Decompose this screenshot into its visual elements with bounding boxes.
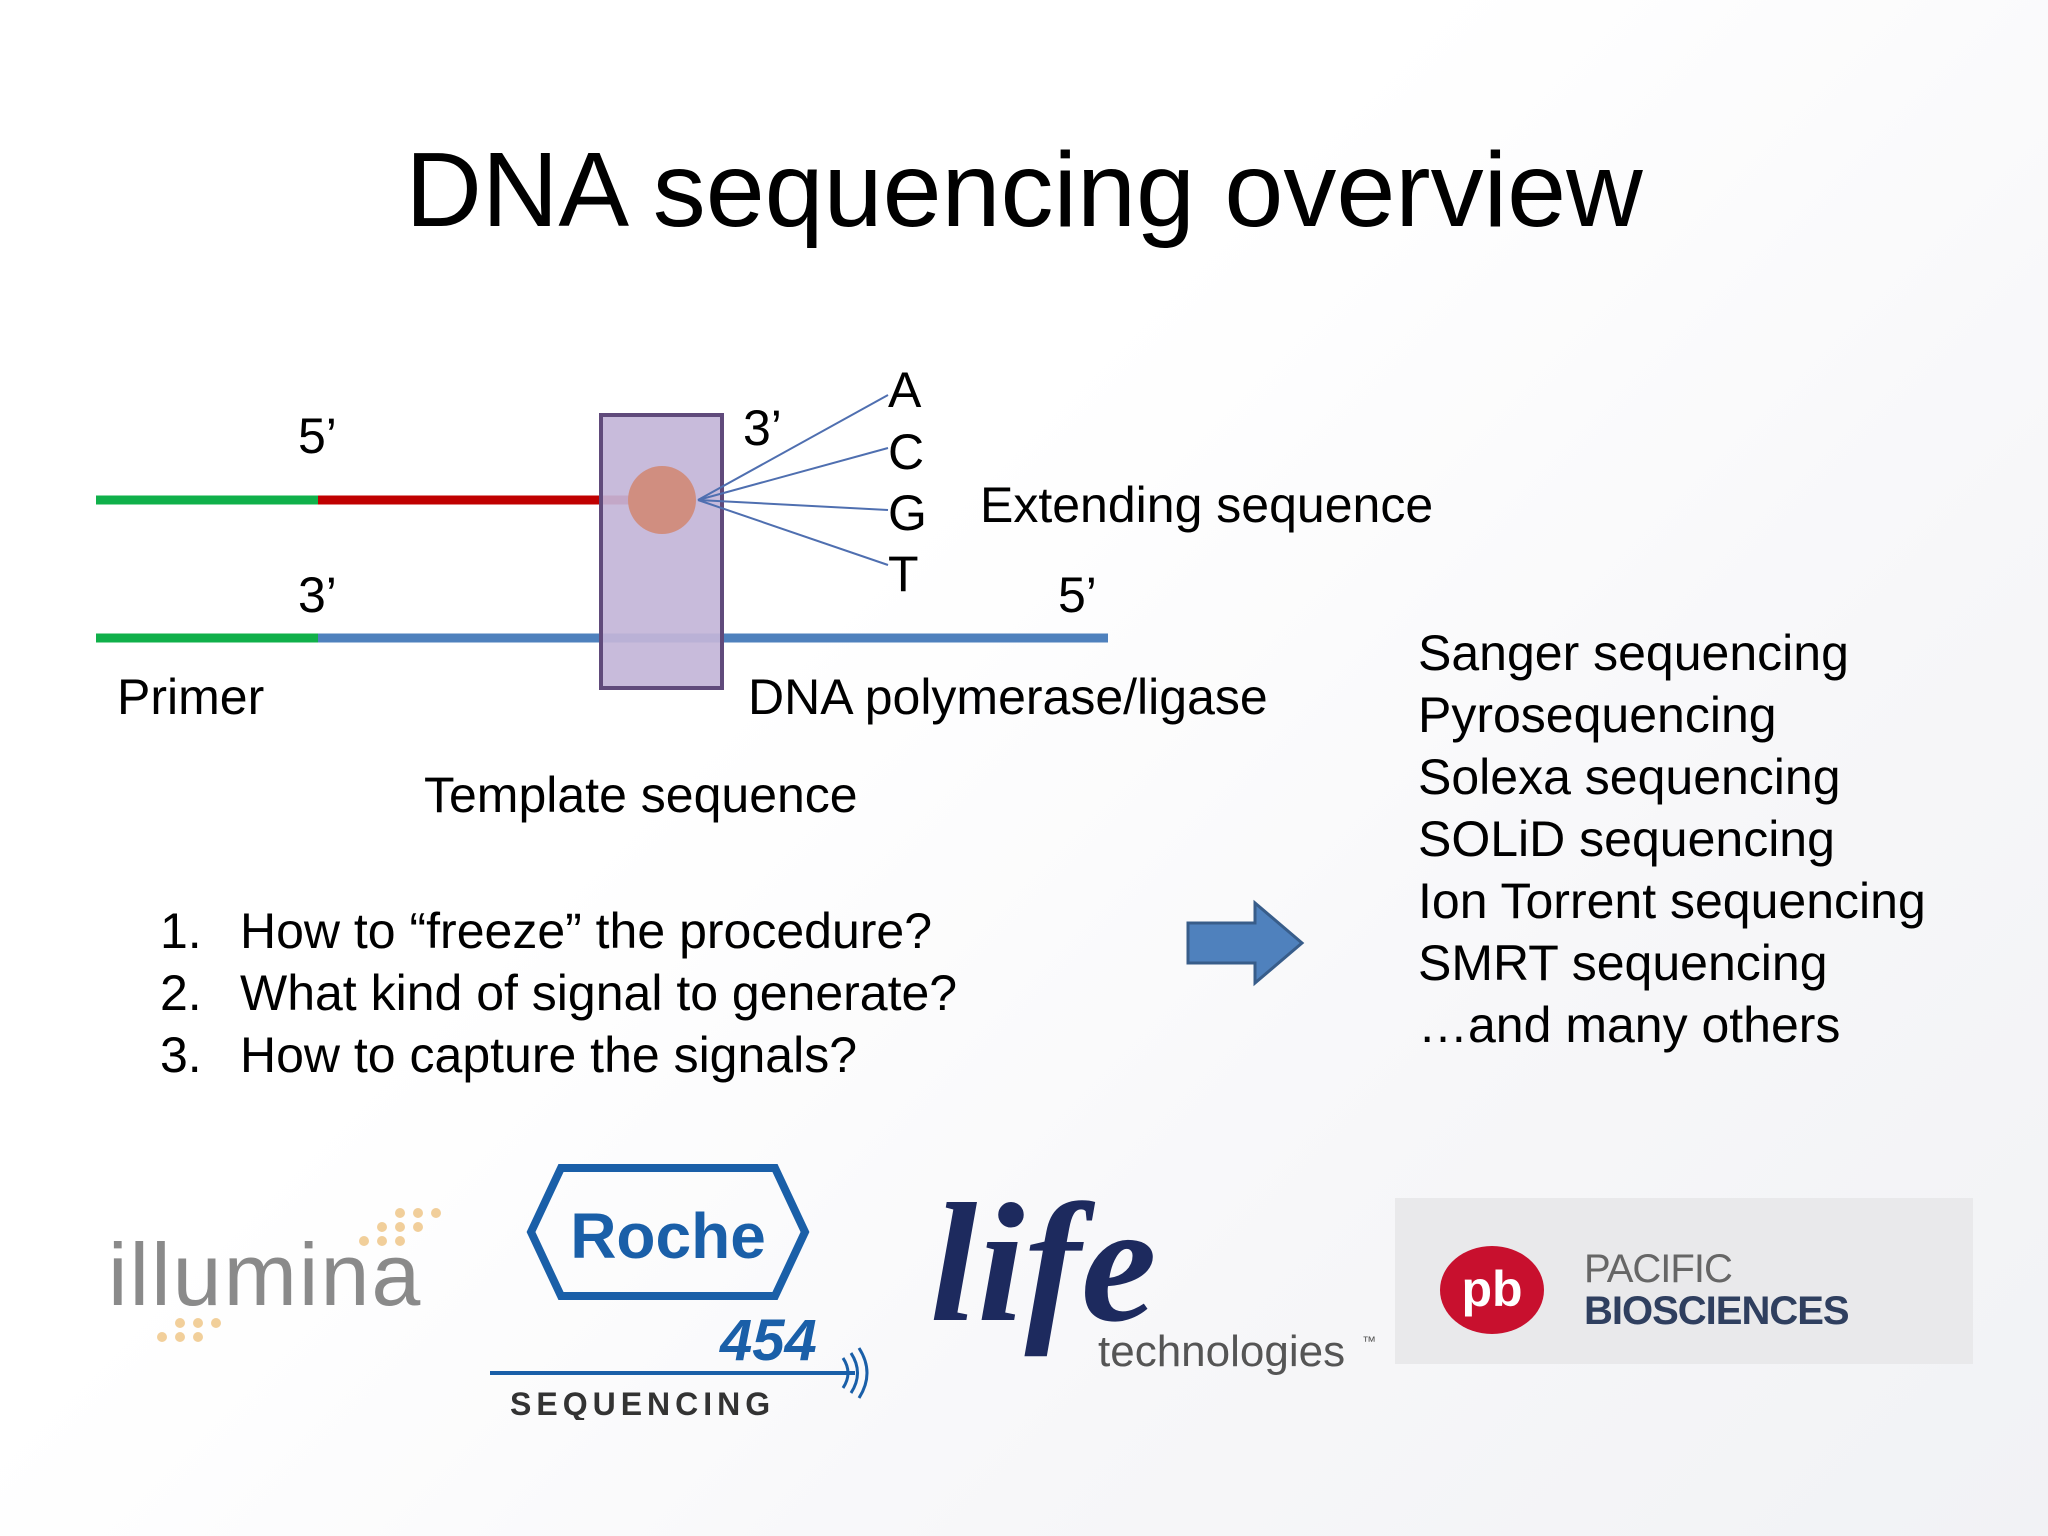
extending-sequence-label: Extending sequence	[980, 477, 1434, 533]
list-item: Sanger sequencing	[1418, 625, 1849, 681]
life-technologies-logo: life technologies ™	[930, 1170, 1376, 1376]
life-wordmark: life	[930, 1170, 1157, 1357]
life-technologies-text: technologies	[1098, 1327, 1345, 1376]
list-item: …and many others	[1418, 997, 1841, 1053]
roche-wordmark: Roche	[570, 1200, 766, 1272]
template-three-prime-label: 3’	[298, 567, 337, 623]
list-text: How to “freeze” the procedure?	[240, 903, 933, 959]
list-item: Ion Torrent sequencing	[1418, 873, 1926, 929]
list-text: How to capture the signals?	[240, 1027, 858, 1083]
base-line-t	[697, 499, 889, 566]
list-number: 1.	[160, 903, 202, 959]
questions-list: 1. How to “freeze” the procedure? 2. What …	[160, 900, 957, 1086]
pacific-biosciences-logo: pb PACIFIC BIOSCIENCES	[1440, 1246, 1850, 1334]
list-number: 3.	[160, 1027, 202, 1083]
list-text: What kind of signal to generate?	[240, 965, 958, 1021]
base-line-c	[697, 447, 889, 501]
template-five-prime-label: 5’	[1058, 567, 1097, 623]
svg-text:™: ™	[1362, 1333, 1376, 1349]
list-item: Pyrosequencing	[1418, 687, 1777, 743]
base-line-a	[697, 394, 889, 501]
list-item: 2. What kind of signal to generate?	[160, 962, 957, 1024]
illumina-logo: illumina	[108, 1208, 441, 1342]
illumina-wordmark: illumina	[108, 1225, 422, 1324]
roche-454-number: 454	[719, 1308, 817, 1373]
roche-454-logo: Roche 454 SEQUENCING	[490, 1164, 869, 1420]
list-item: 3. How to capture the signals?	[160, 1024, 957, 1086]
primer-three-prime-label: 3’	[743, 400, 782, 456]
primer-label: Primer	[117, 669, 265, 725]
list-item: Solexa sequencing	[1418, 749, 1841, 805]
nucleotide-circle	[628, 466, 696, 534]
base-line-g	[697, 499, 889, 511]
base-c: C	[888, 424, 925, 480]
svg-text:pb: pb	[1461, 1261, 1522, 1317]
polymerase-label: DNA polymerase/ligase	[748, 669, 1268, 725]
template-sequence-label: Template sequence	[424, 767, 858, 823]
list-number: 2.	[160, 965, 202, 1021]
list-item: SOLiD sequencing	[1418, 811, 1835, 867]
slide-title: DNA sequencing overview	[405, 131, 1643, 249]
primer-five-prime-label: 5’	[298, 408, 337, 464]
pacbio-pacific-text: PACIFIC	[1584, 1247, 1732, 1291]
list-item: 1. How to “freeze” the procedure?	[160, 900, 957, 962]
list-item: SMRT sequencing	[1418, 935, 1828, 991]
polymerase-box	[599, 413, 724, 690]
base-a: A	[888, 362, 922, 418]
base-t: T	[888, 546, 919, 602]
right-arrow-icon	[1186, 899, 1305, 987]
base-g: G	[888, 485, 927, 541]
pacbio-biosciences-text: BIOSCIENCES	[1584, 1289, 1849, 1333]
roche-sequencing-text: SEQUENCING	[510, 1386, 775, 1420]
methods-list: Sanger sequencing Pyrosequencing Solexa …	[1418, 622, 1926, 1056]
